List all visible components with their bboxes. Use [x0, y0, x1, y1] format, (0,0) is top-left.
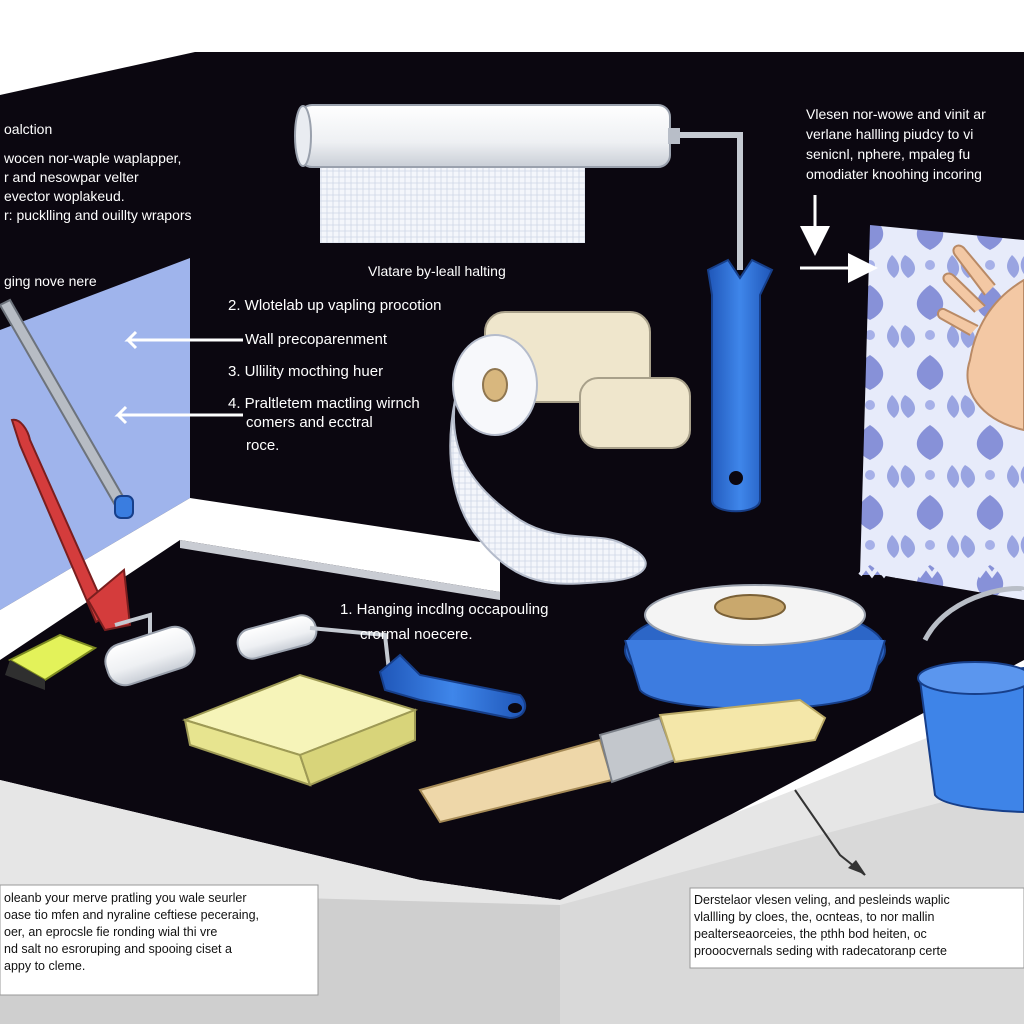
- top-left-line-1: oalction: [4, 121, 53, 137]
- arrow-icon: [114, 195, 878, 876]
- top-right-line-2: verlane hallling piudcy to vi: [806, 126, 974, 142]
- top-right-line-3: senicnl, nphere, mpaleg fu: [806, 146, 971, 162]
- wallpaper-panel: [858, 225, 1024, 600]
- top-left-line-3: r and nesowpar velter: [4, 169, 139, 185]
- masking-tape-icon: [624, 584, 886, 710]
- top-left-line-4: evector woplakeud.: [4, 188, 125, 204]
- bucket-icon: [917, 585, 1024, 814]
- top-right-labels: Vlesen nor-wowe and vinit ar verlane hal…: [806, 104, 1024, 184]
- roller-caption: Vlatare by-leall halting: [368, 263, 506, 279]
- side-wall: [0, 258, 190, 610]
- paint-roller-icon: [294, 104, 774, 513]
- bottom-right-line-2: vlallling by cloes, the, ocnteas, to nor…: [694, 910, 935, 924]
- step-4-line-3: roce.: [246, 437, 280, 454]
- scraper-icon: [0, 298, 134, 519]
- bottom-left-line-4: nd salt no esroruping and spooing ciset …: [4, 942, 232, 956]
- bottom-right-line-4: prooocvernals seding with radecatoranp c…: [694, 944, 947, 958]
- top-right-line-4: omodiater knoohing incoring: [806, 166, 982, 182]
- step-4-label: 4. Praltletem mactling wirnch comers and…: [228, 394, 420, 455]
- bottom-left-line-5: appy to cleme.: [4, 959, 86, 973]
- bottom-left-text: oleanb your merve pratling you wale seur…: [4, 890, 316, 975]
- step-1-label: 1. Hanging incdlng occapouling crormal n…: [340, 600, 548, 644]
- bottom-left-line-3: oer, an eprocsle fie ronding wial thi vr…: [4, 925, 218, 939]
- bottom-right-textbox: [689, 887, 1024, 969]
- seam-roller-icon: [10, 418, 318, 687]
- top-left-line-5: r: pucklling and ouillty wrapors: [4, 207, 192, 223]
- hand-icon: [936, 244, 1024, 432]
- top-left-labels: oalction wocen nor-waple waplapper, r an…: [4, 120, 192, 225]
- paint-brush-icon: [418, 698, 827, 824]
- top-right-line-1: Vlesen nor-wowe and vinit ar: [806, 106, 986, 122]
- wallpaper-roll-icon: [449, 311, 691, 585]
- bottom-left-line-1: oleanb your merve pratling you wale seur…: [4, 891, 247, 905]
- bottom-right-text: Derstelaor vlesen veling, and pesleinds …: [694, 892, 1022, 960]
- top-left-line-2: wocen nor-waple waplapper,: [4, 150, 182, 166]
- wall-prep-label: Wall precoparenment: [245, 331, 388, 348]
- smoothing-tool-icon: [309, 626, 527, 720]
- bottom-left-line-2: oase tio mfen and nyraline ceftiese pece…: [4, 908, 260, 922]
- step-3-label: 3. Ullility mocthing huer: [228, 363, 384, 380]
- baseboard: [0, 498, 500, 660]
- step-2-label: 2. Wlotelab up vapling procotion: [228, 297, 442, 314]
- left-mid-label: ging nove nere: [4, 273, 97, 289]
- bottom-left-textbox: [0, 884, 319, 996]
- step-1-line-1: 1. Hanging incdlng occapouling: [340, 601, 549, 618]
- sponge-icon: [5, 633, 419, 787]
- step-4-line-1: 4. Praltletem mactling wirnch: [228, 395, 420, 412]
- step-1-line-2: crormal noecere.: [360, 626, 473, 643]
- bottom-right-line-1: Derstelaor vlesen veling, and pesleinds …: [694, 893, 950, 907]
- bottom-right-line-3: pealterseaorceies, the pthh bod heiten, …: [694, 927, 927, 941]
- step-4-line-2: comers and ecctral: [246, 414, 373, 431]
